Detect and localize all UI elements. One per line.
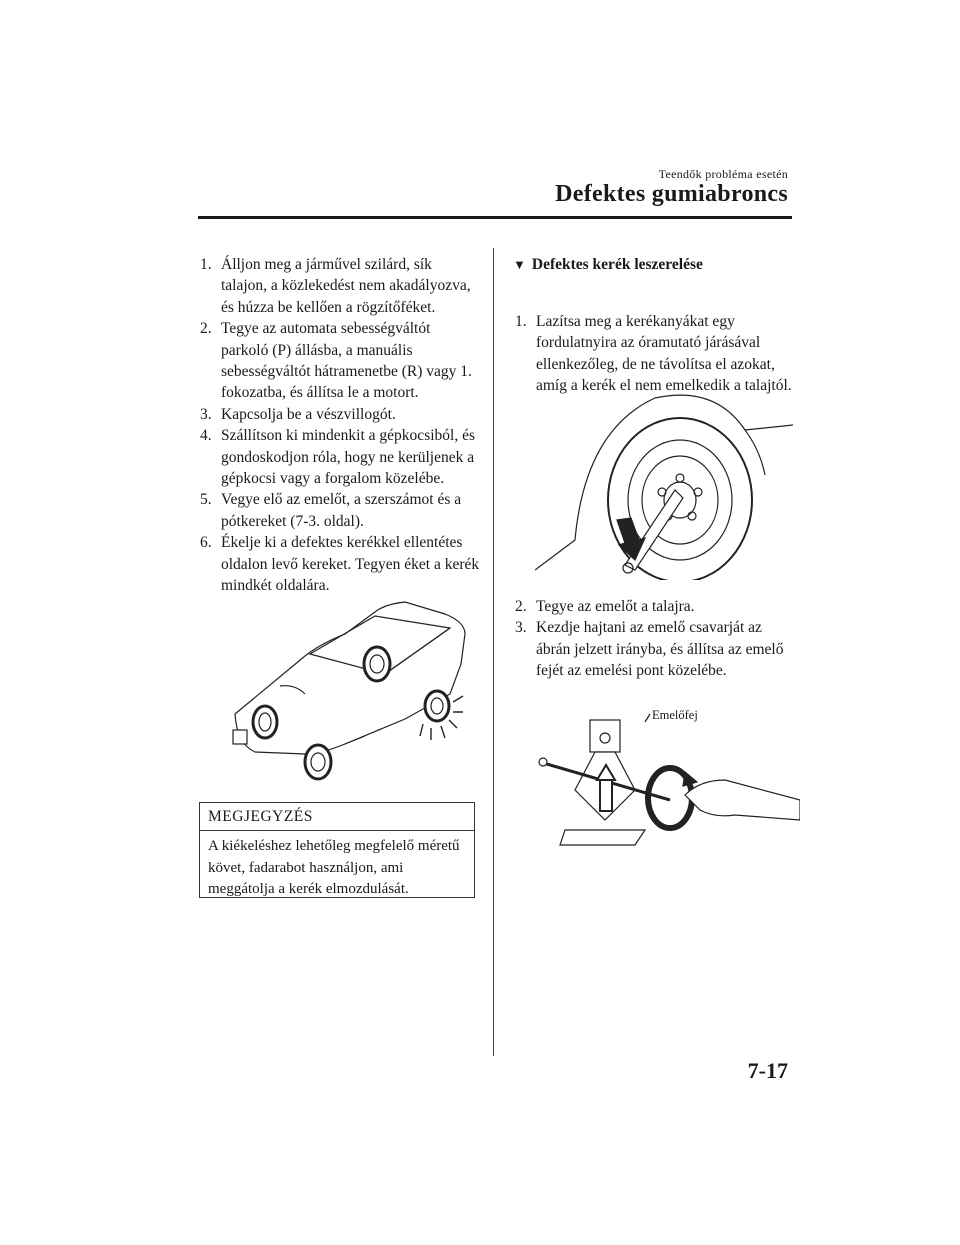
rear-wheel <box>362 645 392 683</box>
left-step-list: 1. Álljon meg a járművel szilárd, sík tal… <box>200 254 480 597</box>
step-number: 3. <box>515 619 527 637</box>
header-rule <box>198 216 792 219</box>
car-wheel-chock-illustration <box>232 601 466 781</box>
jack-head <box>589 719 621 753</box>
list-item: 5. Vegye elő az emelőt, a szerszámot és a… <box>200 489 480 532</box>
step-number: 3. <box>200 405 212 423</box>
step-number: 6. <box>200 534 212 552</box>
step-number: 2. <box>515 598 527 615</box>
step-text: Szállítson ki mindenkit a gépkocsiból, é… <box>221 427 475 488</box>
jack-head-label: Emelőfej <box>652 708 698 722</box>
wheel-front-left <box>232 704 279 745</box>
lug-nut-loosening-illustration <box>535 394 794 580</box>
step-number: 1. <box>515 313 527 330</box>
step-text: Tegye az automata sebességváltót parkoló… <box>221 320 472 402</box>
note-text: A kiékeléshez lehetőleg megfelelő méretű… <box>208 838 460 898</box>
page-number: 7-17 <box>747 1058 788 1083</box>
note-heading: MEGJEGYZÉS <box>200 803 474 831</box>
wheel-front-right <box>303 743 333 781</box>
list-item: 1. Lazítsa meg a kerékanyákat egy fordula… <box>515 311 795 397</box>
step-number: 4. <box>200 427 212 445</box>
page-title: Defektes gumiabroncs <box>555 181 788 207</box>
section-heading-label: Defektes kerék leszerelése <box>531 256 703 273</box>
step-text: Ékelje ki a defektes kerékkel ellentétes… <box>221 534 480 595</box>
header-section: Teendők probléma esetén <box>658 167 788 181</box>
hand <box>684 779 800 821</box>
list-item: 6. Ékelje ki a defektes kerékkel ellentét… <box>200 532 480 596</box>
list-item: 2. Tegye az automata sebességváltót parko… <box>200 318 480 404</box>
step-number: 2. <box>200 320 212 338</box>
section-heading: ▼ Defektes kerék leszerelése <box>513 256 703 274</box>
rotation-arrow-icon <box>616 517 647 562</box>
column-divider <box>493 248 494 1056</box>
step-text: Kezdje hajtani az emelő csavarját az ábr… <box>536 619 784 680</box>
step-text: Tegye az emelőt a talajra. <box>536 598 695 615</box>
right-step-list-a: 1. Lazítsa meg a kerékanyákat egy fordula… <box>515 311 795 397</box>
list-item: 2. Tegye az emelőt a talajra. <box>515 596 795 617</box>
list-item: 1. Álljon meg a járművel szilárd, sík tal… <box>200 254 480 318</box>
step-number: 1. <box>200 256 212 273</box>
list-item: 3. Kapcsolja be a vészvillogót. <box>200 404 480 425</box>
scissor-jack-illustration <box>538 713 800 846</box>
note-box: MEGJEGYZÉS A kiékeléshez lehetőleg megfe… <box>199 802 475 898</box>
step-text: Kapcsolja be a vészvillogót. <box>221 405 396 423</box>
step-number: 5. <box>200 491 212 509</box>
list-item: 3. Kezdje hajtani az emelő csavarját az á… <box>515 617 795 681</box>
right-step-list-b: 2. Tegye az emelőt a talajra. 3. Kezdje ha… <box>515 596 795 682</box>
step-text: Lazítsa meg a kerékanyákat egy fordulatn… <box>536 313 792 395</box>
step-text: Álljon meg a járművel szilárd, sík talaj… <box>221 256 471 316</box>
step-text: Vegye elő az emelőt, a szerszámot és a p… <box>221 491 462 530</box>
list-item: 4. Szállítson ki mindenkit a gépkocsiból,… <box>200 425 480 489</box>
section-marker-icon: ▼ <box>513 257 526 272</box>
flat-tire <box>419 689 464 740</box>
